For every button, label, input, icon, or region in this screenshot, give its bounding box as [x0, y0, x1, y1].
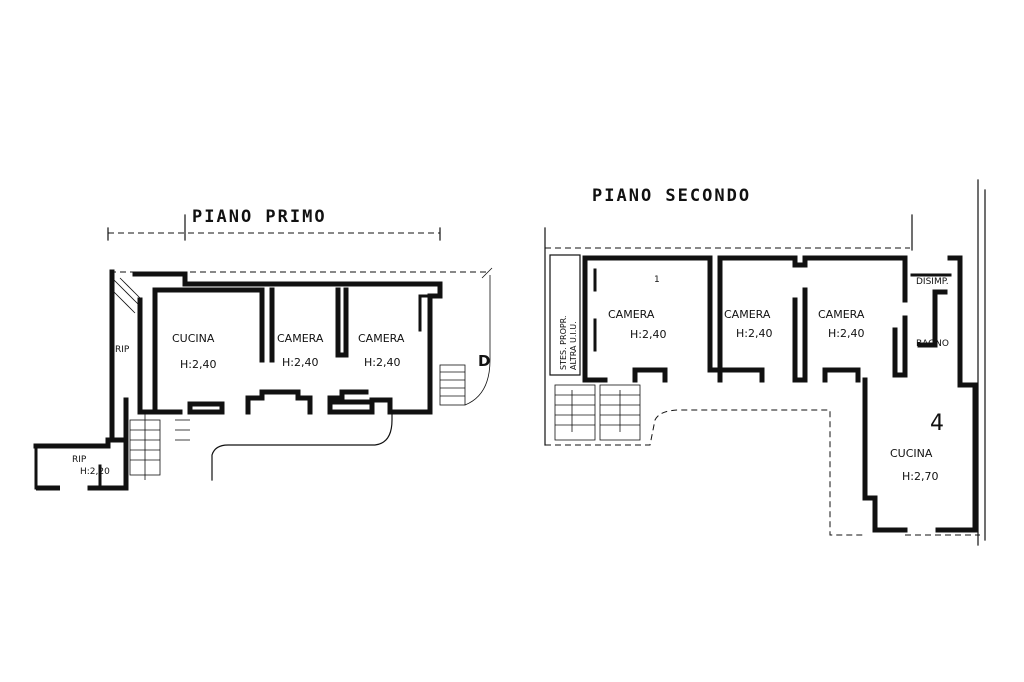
room-label-rip-bottom: RIP	[72, 455, 87, 465]
door-marker-d: D	[478, 352, 490, 370]
room-label-cucina: CUCINA	[172, 332, 215, 345]
room-label-camera-a: CAMERA	[608, 308, 655, 321]
room-label-camera-c: CAMERA	[818, 308, 865, 321]
first-floor-title: PIANO PRIMO	[192, 207, 327, 227]
room-height-camera-2: H:2,40	[364, 356, 400, 369]
room-label-disimp: DISIMP.	[916, 277, 949, 287]
first-floor-plan: PIANO PRIMO	[33, 207, 493, 491]
side-note-unit: ALTRA U.I.U.	[569, 321, 578, 370]
room-height-camera-c: H:2,40	[828, 327, 864, 340]
room-height-cucina: H:2,40	[180, 358, 216, 371]
room-label-camera-1: CAMERA	[277, 332, 324, 345]
room-label-bagno: BAGNO	[916, 339, 949, 349]
room-label-cucina-second: CUCINA	[890, 447, 933, 460]
second-floor-plan: PIANO SECONDO STES. PROPR. ALTRA U.I.U.	[544, 179, 986, 546]
room-height-camera-a: H:2,40	[630, 328, 666, 341]
room-mark-1: 1	[654, 275, 660, 285]
second-floor-title: PIANO SECONDO	[592, 186, 751, 206]
room-height-cucina-second: H:2,70	[902, 470, 938, 483]
room-label-camera-2: CAMERA	[358, 332, 405, 345]
room-height-camera-b: H:2,40	[736, 327, 772, 340]
side-note-owner: STES. PROPR.	[559, 315, 568, 370]
room-label-camera-b: CAMERA	[724, 308, 771, 321]
room-label-rip-top: RIP	[115, 345, 130, 355]
room-height-camera-1: H:2,40	[282, 356, 318, 369]
room-height-rip-bottom: H:2,20	[80, 467, 110, 477]
room-mark-4: 4	[930, 411, 944, 436]
